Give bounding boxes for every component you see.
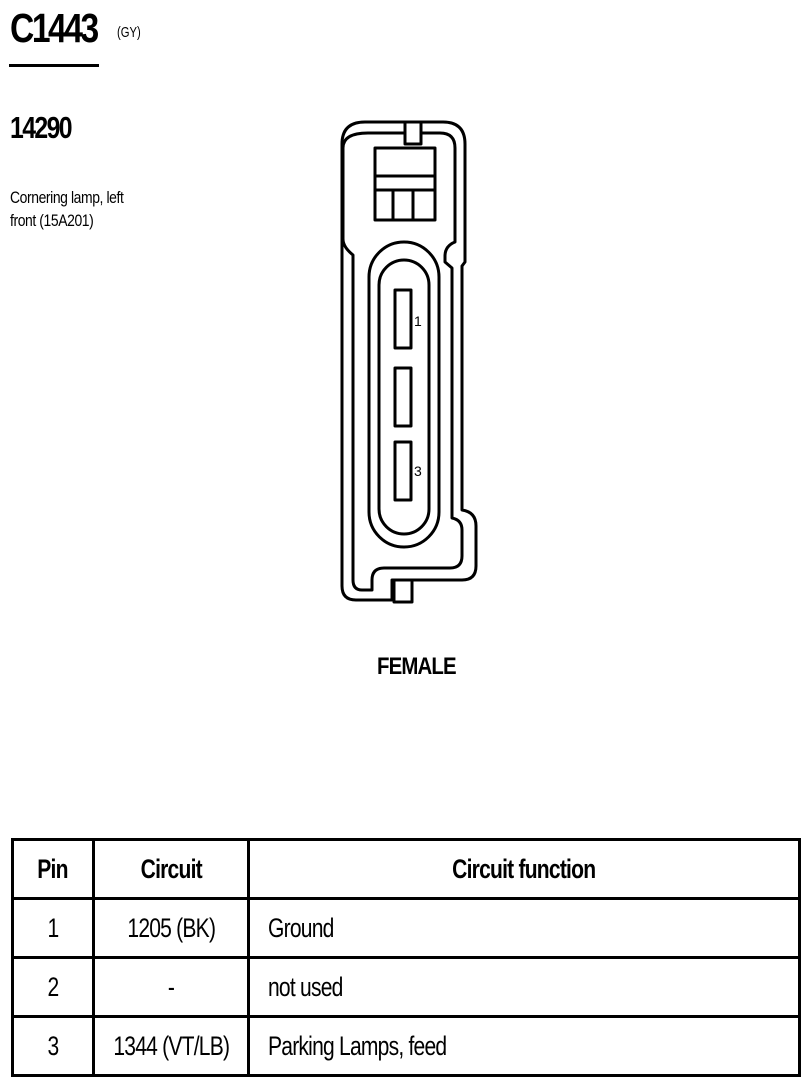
terminal-slot-3 [393,440,413,502]
cavity-frame-outer [367,240,441,549]
pin-cell: 3 [11,1015,95,1077]
pin-label-1: 1 [414,313,422,329]
housing-inner [341,131,464,592]
pin-cell: 2 [11,956,95,1018]
cavity-frame-inner [377,258,431,536]
terminal-slot-1 [393,288,413,350]
function-cell: not used [247,956,801,1018]
description-line-1: Cornering lamp, left [10,188,124,207]
pin-table: Pin Circuit Circuit function 1 1205 (BK)… [11,838,801,1077]
terminal-slot-2 [393,366,413,428]
title-underline [9,64,99,67]
bottom-key-tab [392,578,414,604]
header-circuit: Circuit [92,838,250,900]
pin-label-3: 3 [414,463,422,479]
locking-latch [373,146,437,222]
table-header-row: Pin Circuit Circuit function [11,838,801,900]
table-row: 1 1205 (BK) Ground [11,897,801,959]
circuit-cell: 1205 (BK) [92,897,250,959]
part-number: 14290 [10,110,73,145]
connector-id: C1443 [10,5,99,51]
header-circuit-function: Circuit function [247,838,801,900]
circuit-cell: - [92,956,250,1018]
header-pin: Pin [11,838,95,900]
description-line-2: front (15A201) [10,211,94,230]
connector-gender-label: FEMALE [377,653,457,680]
circuit-cell: 1344 (VT/LB) [92,1015,250,1077]
table-row: 2 - not used [11,956,801,1018]
connector-color: (GY) [117,24,141,41]
function-cell: Parking Lamps, feed [247,1015,801,1077]
connector-face-drawing: 1 3 [340,120,478,604]
latch-tab [403,120,423,146]
function-cell: Ground [247,897,801,959]
connector-description: Cornering lamp, left front (15A201) [10,186,174,232]
table-row: 3 1344 (VT/LB) Parking Lamps, feed [11,1015,801,1077]
pin-cell: 1 [11,897,95,959]
